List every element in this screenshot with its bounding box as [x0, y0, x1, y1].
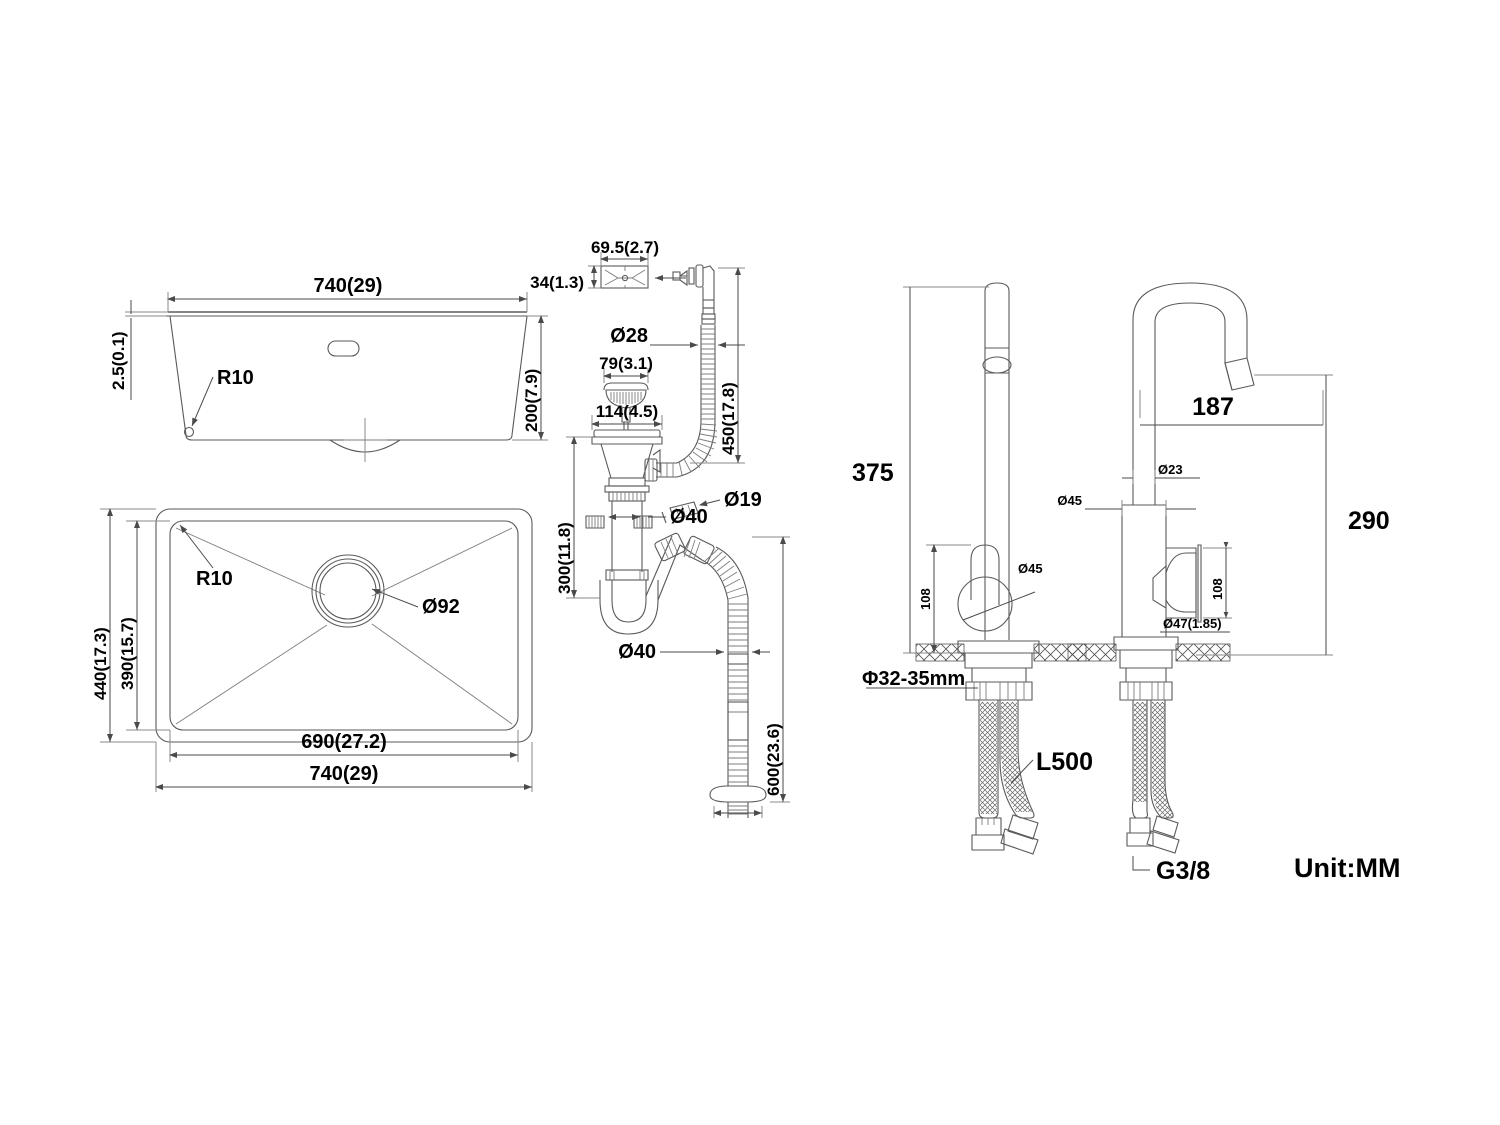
- overflow-fitting-geometry: [655, 264, 704, 288]
- dim-outlet-dia-upper: Ø40: [670, 506, 708, 528]
- overflow-hose-geometry: [644, 265, 718, 482]
- dim-sink-plan-radius: R10: [196, 568, 233, 590]
- flex-hose-ribs: [704, 548, 748, 783]
- overflow-hose-dimensions: Ø28 450(17.8): [610, 267, 745, 464]
- dim-faucet-body-dia: Ø45: [1018, 561, 1043, 576]
- strainer-body-geometry: [591, 429, 663, 502]
- faucet-front-dimensions: 375 108 Ø45 Φ32-35mm L500: [852, 286, 1093, 784]
- unit-note: Unit:MM: [1294, 853, 1400, 883]
- faucet-front-geometry: [915, 282, 1087, 855]
- trap-dimensions: 300(11.8) Ø19 Ø40: [555, 436, 762, 599]
- dim-faucet-side-body-dia: Ø45: [1057, 493, 1082, 508]
- sink-plan-geometry: [155, 508, 533, 743]
- dim-strainer-basket: 79(3.1): [599, 354, 653, 373]
- dim-faucet-total-height: 375: [852, 459, 894, 487]
- dim-trap-height: 300(11.8): [555, 522, 574, 594]
- dim-sink-front-width: 740(29): [314, 275, 383, 297]
- dim-faucet-handle-dia: Ø47(1.85): [1163, 616, 1222, 631]
- dim-faucet-tube-dia: Ø23: [1158, 462, 1183, 477]
- strainer-basket-dimensions: 79(3.1): [599, 354, 653, 383]
- dim-branch-dia: Ø19: [724, 489, 762, 511]
- dim-sink-drain-hole: Ø92: [422, 596, 460, 618]
- dim-faucet-thread: G3/8: [1156, 857, 1210, 885]
- corrugation-ribs: [660, 328, 718, 477]
- overflow-plate-geometry: [600, 265, 649, 289]
- dim-faucet-hole-size: Φ32-35mm: [862, 668, 965, 690]
- strainer-perforations: [610, 392, 642, 405]
- overflow-plate-dimensions: 69.5(2.7) 34(1.3): [530, 238, 659, 292]
- dim-sink-front-radius: R10: [217, 367, 254, 389]
- dim-faucet-hose-length: L500: [1036, 748, 1093, 776]
- dim-sink-thickness: 2.5(0.1): [109, 331, 128, 390]
- trap-stub-left: [585, 515, 605, 529]
- flex-hose-dimensions: Ø40 600(23.6): [618, 536, 790, 818]
- dim-faucet-handle-height: 108: [918, 588, 933, 610]
- dim-overflow-plate-height: 34(1.3): [530, 273, 584, 292]
- dim-sink-plan-inner-width: 690(27.2): [301, 731, 387, 753]
- faucet-side-dimensions: 187 290 Ø23 Ø45 108 Ø47(1.85) G3/8: [1057, 374, 1390, 885]
- sink-front-elevation-geometry: [165, 311, 530, 462]
- dim-sink-depth: 200(7.9): [522, 369, 541, 432]
- dim-faucet-spout-reach: 187: [1192, 393, 1234, 421]
- dim-strainer-flange: 114(4.5): [596, 402, 658, 421]
- dim-faucet-side-handle-height: 108: [1210, 578, 1225, 600]
- dim-flex-hose-length: 600(23.6): [764, 723, 783, 796]
- dim-overflow-hose-dia: Ø28: [610, 325, 648, 347]
- dim-sink-plan-outer-height: 440(17.3): [91, 627, 110, 700]
- strainer-basket-geometry: [603, 382, 649, 431]
- flex-hose-geometry: [701, 546, 767, 818]
- dim-overflow-hose-length: 450(17.8): [719, 382, 738, 455]
- dim-overflow-plate-width: 69.5(2.7): [591, 238, 659, 257]
- sink-front-dimensions: 740(29) 2.5(0.1) 200(7.9) R10: [109, 275, 548, 441]
- trap-stub-right: [633, 515, 653, 529]
- faucet-side-geometry: [1067, 282, 1255, 854]
- trap-geometry: [585, 501, 715, 635]
- sink-plan-dimensions: 440(17.3) 390(15.7) 690(27.2) 740(29) R1…: [91, 508, 533, 792]
- dim-sink-plan-inner-height: 390(15.7): [118, 617, 137, 690]
- strainer-body-dimensions: 114(4.5): [591, 402, 663, 430]
- dim-sink-plan-outer-width: 740(29): [310, 763, 379, 785]
- dim-outlet-dia-lower: Ø40: [618, 641, 656, 663]
- dim-faucet-spout-height: 290: [1348, 507, 1390, 535]
